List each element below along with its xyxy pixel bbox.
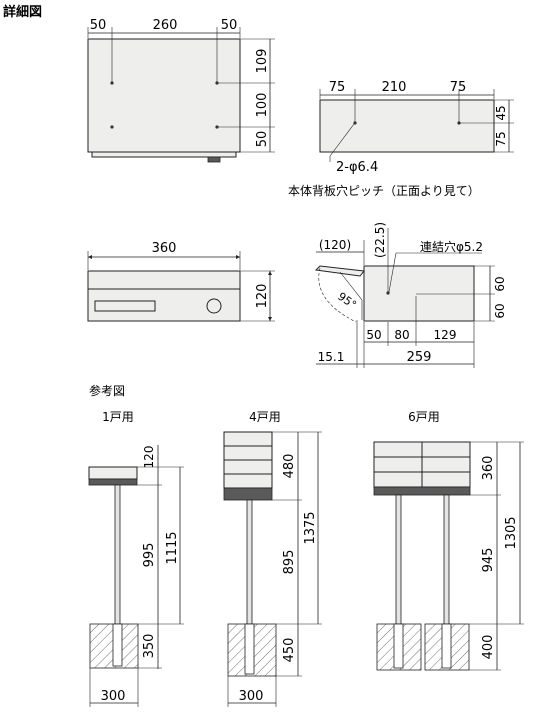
detail-heading: 詳細図: [3, 4, 42, 20]
unit6-pole: [395, 494, 402, 625]
unit4-box: [223, 431, 273, 447]
unit4-d450: 450: [282, 638, 297, 663]
unit1-d1115: 1115: [165, 531, 180, 564]
unit6-title: 6戸用: [408, 410, 440, 424]
unit1-box: [88, 466, 138, 480]
plan-lock: [206, 298, 222, 314]
unit6-base: [373, 486, 471, 496]
side-dim-60a: 60: [493, 276, 507, 291]
unit1-pole-base: [112, 623, 123, 667]
unit4-d1375: 1375: [303, 511, 318, 544]
unit6-box: [373, 456, 423, 473]
unit4-box: [223, 445, 273, 461]
side-hole-label: 連結穴φ5.2: [420, 239, 483, 254]
unit4-base: [223, 487, 273, 501]
unit6-box: [421, 471, 471, 488]
unit6-d945: 945: [481, 548, 496, 573]
unit6-box: [373, 471, 423, 488]
unit-4-diagram: 4戸用 480 895 1375 450 300: [223, 410, 322, 707]
unit4-pole-base: [244, 623, 255, 675]
unit4-d300: 300: [239, 689, 264, 704]
front-hole: [110, 81, 114, 85]
side-dim-151: 15.1: [318, 350, 345, 364]
front-hole: [215, 81, 219, 85]
side-door-arc: [318, 267, 357, 323]
front-dim-mid: 260: [153, 18, 178, 33]
back-view: 75 210 75 45 75 2-φ6.4 本体背板穴ピッチ（正面より見て）: [288, 80, 514, 198]
front-dim-v3: 50: [255, 131, 270, 148]
unit6-box: [421, 441, 471, 458]
front-panel: [87, 38, 241, 153]
side-dim-129: 129: [434, 328, 457, 342]
unit4-title: 4戸用: [249, 410, 281, 424]
unit4-d895: 895: [282, 550, 297, 575]
front-dim-v2: 100: [255, 93, 270, 118]
unit1-base: [88, 478, 138, 486]
unit6-box: [421, 456, 471, 473]
back-dim-right: 75: [450, 80, 467, 95]
plan-view: 360 120: [87, 241, 275, 322]
front-hole: [110, 125, 114, 129]
unit4-box: [223, 473, 273, 489]
unit1-d995: 995: [142, 543, 157, 568]
unit4-pole: [246, 499, 253, 625]
reference-heading: 参考図: [89, 383, 125, 398]
side-body: [363, 265, 475, 322]
plan-slot: [94, 300, 156, 312]
unit6-d400: 400: [481, 635, 496, 660]
side-dim-259: 259: [407, 350, 432, 365]
unit6-pole: [443, 494, 450, 625]
back-hole: [353, 121, 357, 125]
front-base-strip: [91, 151, 237, 158]
unit6-d360: 360: [481, 456, 496, 481]
front-dim-v1: 109: [255, 49, 270, 74]
unit1-d350: 350: [142, 634, 157, 659]
unit1-title: 1戸用: [102, 410, 134, 424]
front-view: 50 260 50 109 100 50: [87, 18, 275, 163]
side-dim-80: 80: [394, 328, 409, 342]
back-dim-left: 75: [329, 80, 346, 95]
unit6-pole-base: [441, 623, 452, 669]
back-caption: 本体背板穴ピッチ（正面より見て）: [288, 183, 480, 198]
back-panel: [319, 99, 495, 153]
unit6-pole-base: [393, 623, 404, 669]
unit4-box: [223, 459, 273, 475]
unit6-box: [373, 441, 423, 458]
side-hole: [386, 291, 390, 295]
side-dim-50: 50: [366, 328, 381, 342]
plan-height: 120: [255, 284, 270, 309]
side-dim-60b: 60: [493, 303, 507, 318]
unit4-d480: 480: [282, 454, 297, 479]
unit1-d120: 120: [142, 446, 156, 469]
front-dim-right: 50: [221, 18, 238, 33]
back-hole-label: 2-φ6.4: [336, 160, 378, 175]
side-open-door: [314, 265, 365, 277]
side-dim-225: (22.5): [373, 222, 387, 258]
plan-width: 360: [152, 241, 177, 256]
back-dim-v1: 45: [494, 105, 508, 120]
unit-1-diagram: 1戸用 120 995 1115 350 300: [88, 410, 184, 707]
front-lock: [207, 156, 221, 163]
back-dim-v2: 75: [494, 131, 508, 146]
side-angle: 95°: [335, 290, 358, 312]
side-dim-120: (120): [319, 238, 351, 252]
front-hole: [215, 125, 219, 129]
unit1-d300: 300: [101, 689, 126, 704]
plan-lid: [87, 270, 241, 290]
unit6-d1305: 1305: [504, 516, 519, 549]
unit1-pole: [114, 484, 121, 625]
back-dim-mid: 210: [382, 80, 407, 95]
front-dim-left: 50: [90, 18, 107, 33]
unit-6-diagram: 6戸用 360 945 1305 400: [373, 410, 524, 671]
side-view: 95° (120) (22.5) 連結穴φ5.2 60 60 50 80 129…: [314, 222, 507, 368]
